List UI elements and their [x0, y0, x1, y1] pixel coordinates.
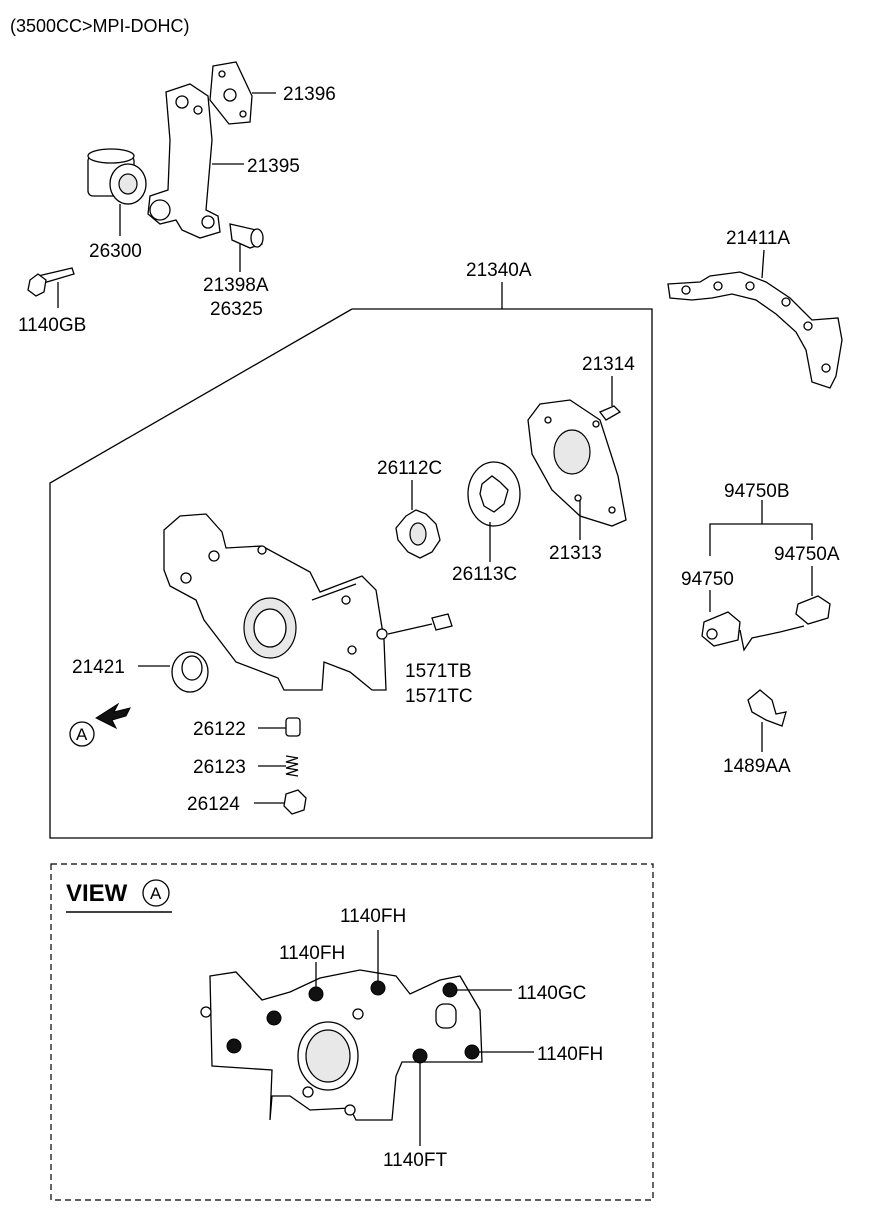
screw-21314-shape — [598, 405, 622, 421]
callout-view-1140ft[interactable]: 1140FT — [383, 1150, 447, 1171]
callout-26300[interactable]: 26300 — [89, 241, 142, 262]
bolt-1140fh-b — [226, 1038, 242, 1054]
callout-26325[interactable]: 26325 — [210, 299, 263, 320]
callout-21421[interactable]: 21421 — [72, 657, 125, 678]
callout-1571tc[interactable]: 1571TC — [405, 686, 473, 707]
callout-94750b[interactable]: 94750B — [724, 481, 790, 502]
callout-21314[interactable]: 21314 — [582, 354, 635, 375]
sensor-94750-shape — [701, 611, 741, 647]
bolt-1140fh-right — [464, 1044, 480, 1060]
callout-26122[interactable]: 26122 — [193, 719, 246, 740]
callout-21411a[interactable]: 21411A — [726, 228, 790, 249]
clip-1489aa-shape — [747, 689, 787, 727]
bolt-1140ft — [412, 1048, 428, 1064]
plug-1571tb-shape — [431, 613, 453, 631]
engine-spec-title: (3500CC>MPI-DOHC) — [10, 16, 190, 36]
callout-view-1140fh-right[interactable]: 1140FH — [537, 1044, 603, 1065]
assembly-frame-21340a — [49, 282, 653, 839]
callout-26112c[interactable]: 26112C — [377, 458, 442, 479]
callout-1140gb[interactable]: 1140GB — [18, 315, 86, 336]
callout-21398a[interactable]: 21398A — [203, 275, 269, 296]
callout-21396[interactable]: 21396 — [283, 84, 336, 105]
view-a-panel — [50, 863, 654, 1201]
view-a-title-marker: A — [150, 884, 162, 903]
bolt-1140gc — [442, 982, 458, 998]
bracket-21395-shape — [147, 83, 221, 239]
pump-body-drawing — [69, 513, 453, 815]
gasket-21411a-drawing — [667, 249, 843, 389]
plunger-26122-shape — [285, 717, 301, 737]
sensor-94750-drawing — [701, 500, 831, 752]
connector-94750a-shape — [795, 595, 831, 625]
bolt-1140fh-a — [266, 1010, 282, 1026]
plug-26124-shape — [283, 789, 307, 815]
bolt-1140fh-left — [308, 986, 324, 1002]
callout-94750[interactable]: 94750 — [681, 569, 734, 590]
callout-view-1140fh-top[interactable]: 1140FH — [340, 906, 406, 927]
callout-26113c[interactable]: 26113C — [452, 564, 517, 585]
callout-94750a[interactable]: 94750A — [774, 544, 840, 565]
gasket-21411a-shape — [667, 271, 843, 389]
callout-1489aa[interactable]: 1489AA — [723, 756, 791, 777]
callout-view-1140gc[interactable]: 1140GC — [517, 983, 586, 1004]
spring-26123-shape — [285, 755, 299, 777]
oil-filter-bracket-drawing — [27, 61, 276, 308]
callout-26123[interactable]: 26123 — [193, 757, 246, 778]
callout-26124[interactable]: 26124 — [187, 794, 240, 815]
callout-1571tb[interactable]: 1571TB — [405, 661, 472, 682]
bolt-1140fh-top — [370, 980, 386, 996]
view-a-marker — [69, 721, 95, 747]
view-a-marker-letter: A — [76, 725, 88, 744]
callout-21313[interactable]: 21313 — [549, 543, 602, 564]
view-a-dashed-frame — [50, 863, 654, 1201]
callout-21340a[interactable]: 21340A — [466, 260, 532, 281]
callout-21395[interactable]: 21395 — [247, 156, 300, 177]
view-a-arrow — [94, 702, 131, 730]
pump-cover-drawing — [395, 376, 627, 562]
callout-view-1140fh-left[interactable]: 1140FH — [279, 943, 345, 964]
view-a-title: VIEW — [66, 880, 128, 907]
